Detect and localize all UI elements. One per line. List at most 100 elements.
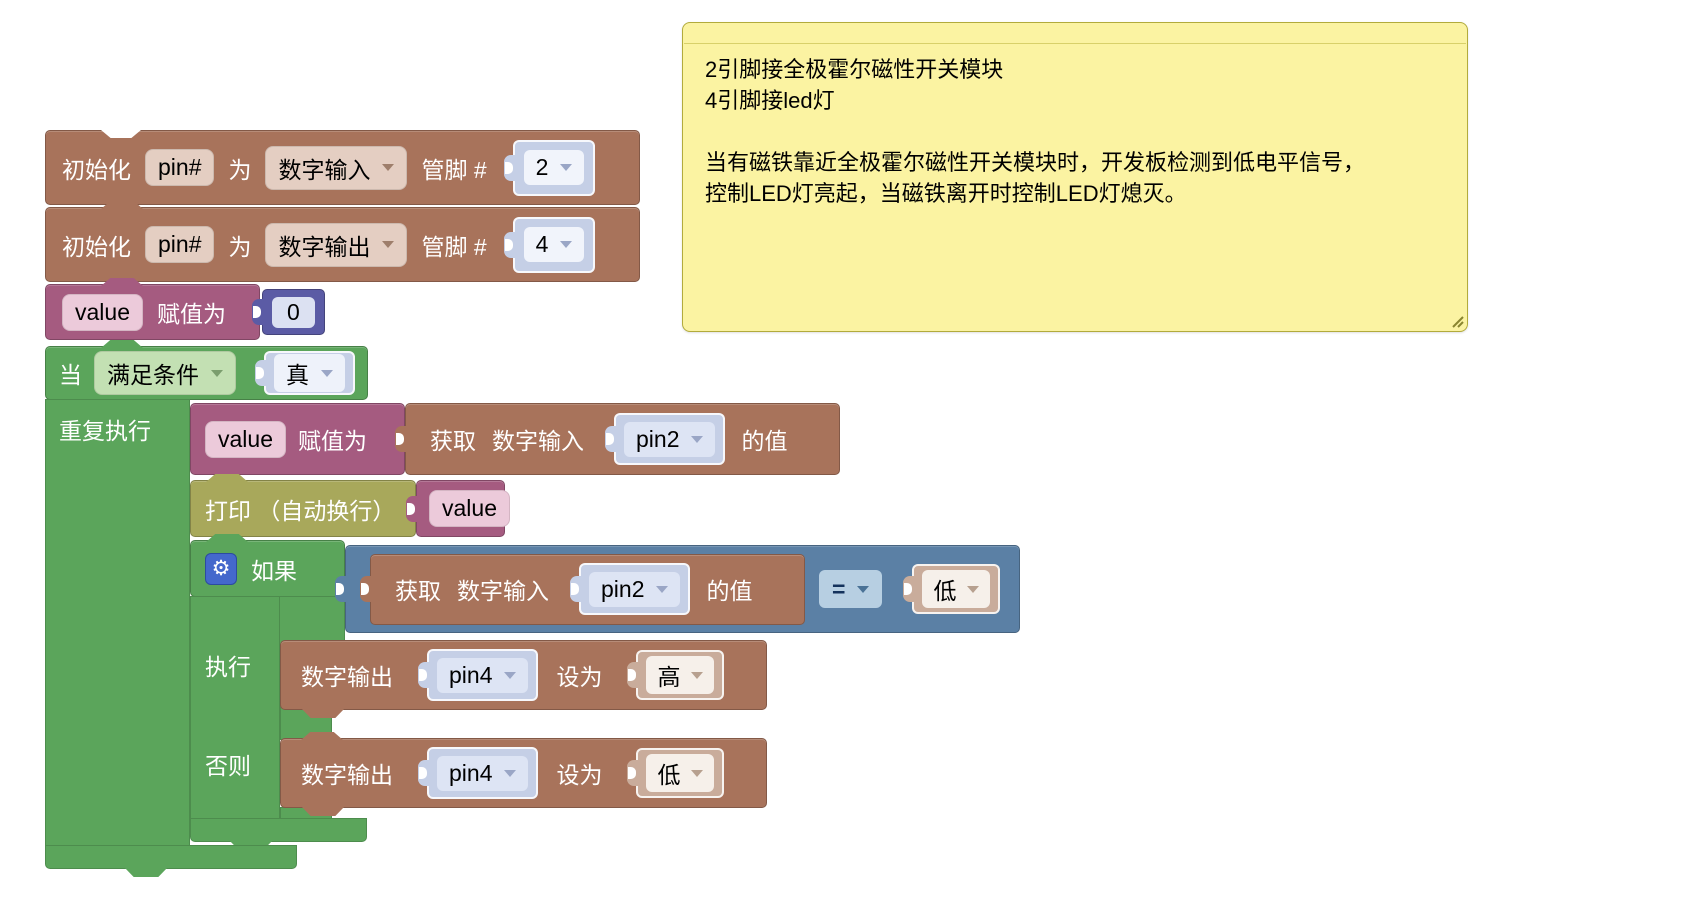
condition-dropdown[interactable]: 满足条件: [94, 351, 236, 395]
comment-box[interactable]: 2引脚接全极霍尔磁性开关模块 4引脚接led灯 当有磁铁靠近全极霍尔磁性开关模块…: [682, 22, 1468, 332]
block-if-header[interactable]: ⚙ 如果: [190, 540, 345, 597]
field-var-name[interactable]: value: [205, 420, 286, 458]
comment-text[interactable]: 2引脚接全极霍尔磁性开关模块 4引脚接led灯 当有磁铁靠近全极霍尔磁性开关模块…: [683, 44, 1467, 219]
label-print: 打印 （自动换行）: [205, 497, 396, 524]
label-mode: 数字输出: [301, 664, 393, 690]
level-value: 低: [933, 578, 957, 604]
operator-dropdown[interactable]: =: [819, 570, 883, 608]
chevron-down-icon: [560, 164, 573, 171]
comment-line: 4引脚接led灯: [705, 88, 835, 113]
block-pin-select[interactable]: pin2: [614, 413, 726, 465]
chevron-down-icon: [560, 241, 573, 248]
block-pin-select[interactable]: pin2: [579, 563, 691, 615]
pin-dropdown[interactable]: pin4: [437, 657, 529, 693]
pin-dropdown[interactable]: pin4: [437, 755, 529, 791]
label-do: 执行: [205, 654, 251, 680]
operator-value: =: [832, 575, 846, 602]
label-get: 获取: [395, 578, 441, 604]
chevron-down-icon: [504, 769, 517, 777]
comment-line: 控制LED灯亮起，当磁铁离开时控制LED灯熄灭。: [705, 181, 1187, 206]
pin-number-dropdown[interactable]: 2: [523, 150, 585, 185]
block-assign-zero[interactable]: value 赋值为: [45, 284, 260, 340]
chevron-down-icon: [857, 585, 870, 593]
chevron-down-icon: [656, 585, 669, 593]
block-boolean-true[interactable]: 真: [264, 351, 355, 395]
label-assign: 赋值为: [156, 301, 226, 327]
chevron-down-icon: [321, 369, 333, 377]
label-set-to: 设为: [556, 664, 603, 690]
block-digital-write-high[interactable]: 数字输出 pin4 设为 高: [280, 640, 767, 710]
number-field[interactable]: 0: [272, 296, 315, 328]
level-dropdown[interactable]: 高: [646, 656, 715, 694]
block-level-high[interactable]: 高: [636, 650, 725, 700]
chevron-down-icon: [691, 769, 704, 777]
block-assign-read[interactable]: value 赋值为: [190, 403, 405, 475]
block-digital-read[interactable]: 获取 数字输入 pin2 的值: [405, 403, 840, 475]
label-else: 否则: [205, 753, 251, 779]
block-digital-write-low[interactable]: 数字输出 pin4 设为 低: [280, 738, 767, 808]
chevron-down-icon: [504, 671, 517, 679]
pin-number-value: 4: [535, 231, 549, 257]
level-value: 高: [657, 664, 681, 690]
label-init: 初始化: [62, 233, 131, 260]
block-number-zero[interactable]: 0: [262, 289, 325, 335]
block-init-digital-input[interactable]: 初始化 pin# 为 数字输入 管脚 # 2: [45, 130, 640, 205]
chevron-down-icon: [382, 164, 395, 171]
chevron-down-icon: [967, 585, 980, 593]
block-level-low[interactable]: 低: [636, 748, 725, 798]
variable-chip[interactable]: value: [429, 490, 510, 527]
label-mode: 数字输出: [301, 762, 393, 788]
level-value: 低: [657, 762, 681, 788]
mode-dropdown[interactable]: 数字输入: [265, 145, 408, 190]
comment-line: [705, 116, 1445, 147]
label-when: 当: [59, 362, 82, 388]
label-value-of: 的值: [741, 428, 788, 454]
level-dropdown[interactable]: 低: [646, 754, 715, 792]
label-pin-number: 管脚 #: [421, 156, 487, 183]
if-body-spine[interactable]: [190, 596, 280, 819]
chevron-down-icon: [211, 369, 223, 377]
block-pin-select[interactable]: pin4: [427, 747, 539, 799]
block-digital-read[interactable]: 获取 数字输入 pin2 的值: [370, 553, 805, 625]
pin-dropdown-value: pin4: [449, 759, 493, 786]
mode-dropdown-label: 数字输出: [278, 233, 371, 260]
while-body-spine[interactable]: [45, 399, 190, 846]
label-if: 如果: [251, 557, 297, 584]
field-var-name[interactable]: pin#: [145, 226, 215, 263]
block-print-newline[interactable]: 打印 （自动换行）: [190, 480, 416, 537]
chevron-down-icon: [691, 671, 704, 679]
label-repeat: 重复执行: [59, 418, 151, 444]
pin-dropdown-value: pin4: [449, 661, 493, 688]
block-init-digital-output[interactable]: 初始化 pin# 为 数字输出 管脚 # 4: [45, 207, 640, 282]
block-level-low[interactable]: 低: [912, 564, 1001, 614]
chevron-down-icon: [382, 241, 395, 248]
field-var-name[interactable]: value: [62, 293, 143, 331]
chevron-down-icon: [691, 435, 704, 443]
mode-dropdown[interactable]: 数字输出: [265, 222, 408, 267]
block-pin-select[interactable]: pin4: [427, 649, 539, 701]
field-var-name[interactable]: pin#: [145, 149, 215, 186]
boolean-value: 真: [286, 362, 309, 388]
while-bottom-bar: [45, 845, 297, 869]
block-logic-compare[interactable]: 获取 数字输入 pin2 的值 = 低: [345, 545, 1020, 633]
block-while-header[interactable]: 当 满足条件 真: [45, 346, 368, 400]
gear-icon[interactable]: ⚙: [205, 552, 237, 585]
label-mode: 数字输入: [492, 428, 584, 454]
resize-grip-icon[interactable]: [1450, 314, 1464, 328]
pin-number-block[interactable]: 2: [512, 139, 596, 196]
pin-number-dropdown[interactable]: 4: [523, 227, 585, 262]
comment-line: 2引脚接全极霍尔磁性开关模块: [705, 57, 1004, 82]
boolean-dropdown[interactable]: 真: [274, 354, 345, 392]
label-set-to: 设为: [556, 762, 603, 788]
block-variable-value[interactable]: value: [416, 480, 510, 537]
pin-number-value: 2: [535, 154, 549, 180]
pin-dropdown-value: pin2: [636, 425, 680, 452]
pin-dropdown[interactable]: pin2: [624, 421, 716, 457]
label-value-of: 的值: [706, 578, 753, 604]
level-dropdown[interactable]: 低: [922, 570, 991, 608]
comment-line: 当有磁铁靠近全极霍尔磁性开关模块时，开发板检测到低电平信号，: [705, 150, 1366, 175]
pin-number-block[interactable]: 4: [512, 216, 596, 273]
label-assign: 赋值为: [297, 428, 367, 454]
pin-dropdown[interactable]: pin2: [589, 571, 681, 607]
